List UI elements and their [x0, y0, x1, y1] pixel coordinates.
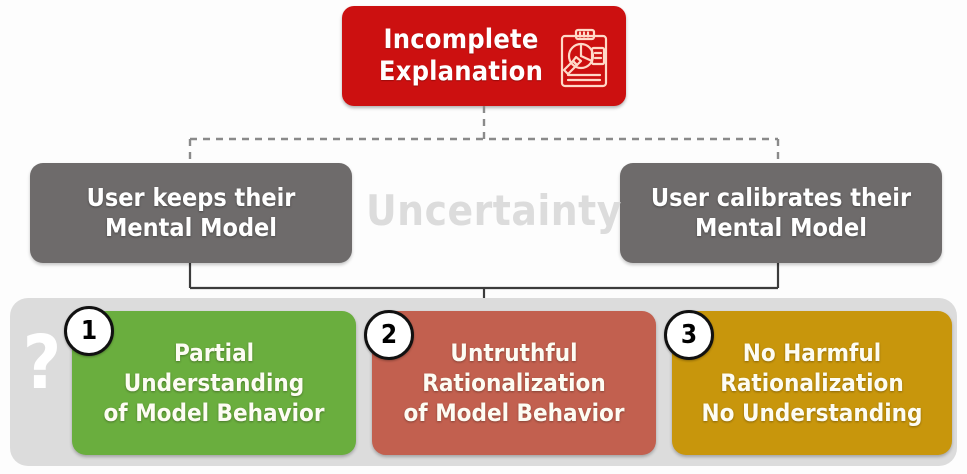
outcome-badge-3: 3: [664, 310, 714, 360]
outcome-label-1: Partial Understanding of Model Behavior: [103, 338, 325, 428]
outcome-badge-2: 2: [364, 310, 414, 360]
branch-user-calibrates-mental-model[interactable]: User calibrates their Mental Model: [620, 163, 942, 263]
incomplete-explanation-node[interactable]: Incomplete Explanation: [342, 6, 626, 106]
branch-label-calibrates: User calibrates their Mental Model: [650, 182, 912, 243]
outcome-badge-1: 1: [64, 306, 114, 356]
report-clipboard-icon: [560, 28, 608, 88]
outcome-card-no-harmful-rationalization[interactable]: No Harmful Rationalization No Understand…: [672, 311, 952, 455]
outcome-label-3: No Harmful Rationalization No Understand…: [701, 338, 923, 428]
outcome-card-untruthful-rationalization[interactable]: Untruthful Rationalization of Model Beha…: [372, 311, 656, 455]
outcome-card-partial-understanding[interactable]: Partial Understanding of Model Behavior: [72, 311, 356, 455]
incomplete-explanation-label: Incomplete Explanation: [378, 24, 544, 87]
uncertainty-watermark: Uncertainty: [366, 186, 622, 235]
question-mark-icon: ?: [22, 320, 62, 406]
outcome-label-2: Untruthful Rationalization of Model Beha…: [403, 338, 625, 428]
branch-user-keeps-mental-model[interactable]: User keeps their Mental Model: [30, 163, 352, 263]
branch-label-keeps: User keeps their Mental Model: [86, 182, 296, 243]
